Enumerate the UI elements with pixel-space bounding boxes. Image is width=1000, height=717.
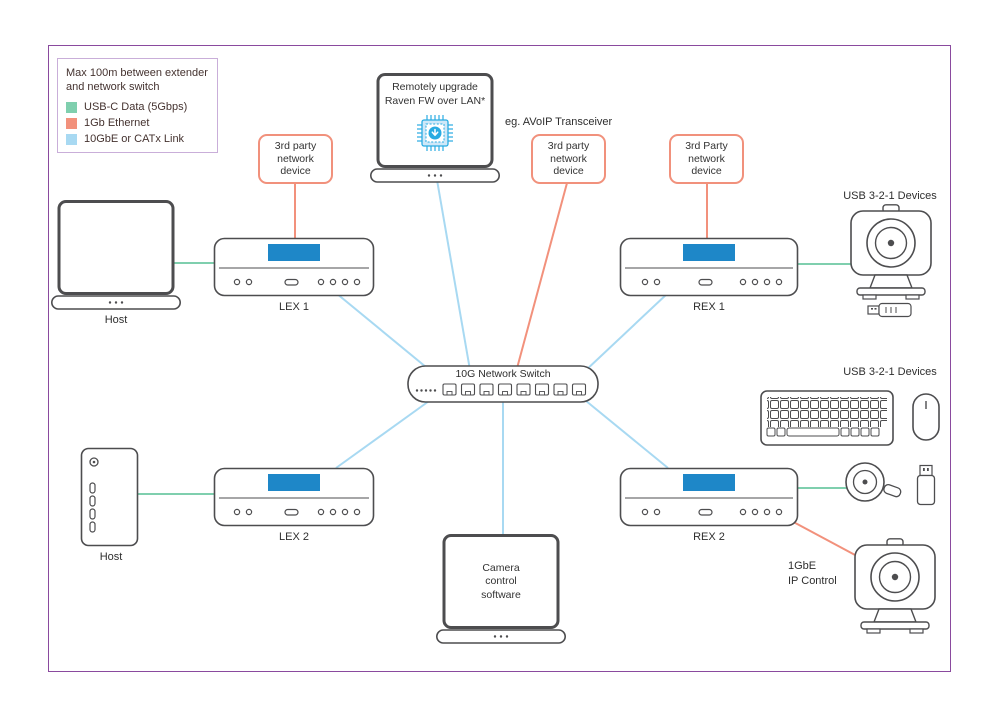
webcam xyxy=(841,460,907,506)
usb-drive-icon xyxy=(916,464,936,506)
usb-devices-mid-label: USB 3-2-1 Devices xyxy=(843,366,937,378)
legend-item-catx: 10GbE or CATx Link xyxy=(66,133,209,145)
lex2-device: LEX 2 xyxy=(213,467,375,543)
link-laptop1-switch xyxy=(436,179,471,371)
usb-devices-top-label: USB 3-2-1 Devices xyxy=(843,190,937,202)
rex2-device: REX 2 xyxy=(619,467,799,543)
legend-item-label: 10GbE or CATx Link xyxy=(84,133,185,146)
usb-stick-icon xyxy=(867,302,912,318)
legend-title: Max 100m between extender and network sw… xyxy=(66,67,208,94)
host-tower: Host xyxy=(80,447,142,563)
legend-item-ethernet: 1Gb Ethernet xyxy=(66,117,209,129)
camera-software-laptop: Camera control software xyxy=(436,534,566,644)
lex1-device: LEX 1 xyxy=(213,237,375,313)
link-lex1-switch xyxy=(335,292,433,373)
keyboard xyxy=(760,390,894,446)
diagram-border xyxy=(48,45,951,672)
extender-icon xyxy=(619,467,799,527)
link-rex1-switch xyxy=(583,292,669,373)
rex1-label: REX 1 xyxy=(693,301,725,313)
ethernet-swatch-icon xyxy=(66,117,77,129)
ip-control-label: 1GbE IP Control xyxy=(788,560,837,587)
rex1-device: REX 1 xyxy=(619,237,799,313)
switch-icon xyxy=(407,365,599,403)
extender-icon xyxy=(619,237,799,297)
link-rex2-switch xyxy=(579,395,669,469)
avoip-transceiver-label: eg. AVoIP Transceiver xyxy=(505,116,613,128)
usbc-swatch-icon xyxy=(66,101,77,113)
switch-label: 10G Network Switch xyxy=(455,368,551,380)
callout-3rd-party-center: 3rd party network device xyxy=(531,134,606,184)
extender-icon xyxy=(213,237,375,297)
firmware-chip-icon xyxy=(417,115,453,151)
keyboard-icon xyxy=(760,390,894,446)
mouse xyxy=(911,392,941,442)
network-switch: 10G Network Switch xyxy=(407,365,599,403)
lex1-label: LEX 1 xyxy=(279,301,309,313)
legend-item-usbc: USB-C Data (5Gbps) xyxy=(66,101,209,113)
camera-software-label: Camera control software xyxy=(481,561,521,601)
extender-icon xyxy=(213,467,375,527)
ptz-camera-icon xyxy=(850,204,932,300)
legend-item-label: USB-C Data (5Gbps) xyxy=(84,101,188,114)
host2-label: Host xyxy=(99,551,123,563)
remote-upgrade-label: Remotely upgrade Raven FW over LAN* xyxy=(384,81,486,107)
link-lex2-switch xyxy=(335,395,437,469)
host1-label: Host xyxy=(104,314,128,326)
callout-3rd-party-lex1: 3rd party network device xyxy=(258,134,333,184)
usb-drive xyxy=(914,464,938,508)
laptop-remote-upgrade: Remotely upgrade Raven FW over LAN* xyxy=(370,73,500,183)
webcam-icon xyxy=(845,462,902,502)
laptop-icon xyxy=(436,534,566,644)
catx-swatch-icon xyxy=(66,133,77,145)
ptz-camera-bottom xyxy=(849,538,941,634)
lex2-label: LEX 2 xyxy=(279,531,309,543)
link-callout2-switch xyxy=(515,182,568,373)
legend-panel: Max 100m between extender and network sw… xyxy=(57,58,218,154)
laptop-icon xyxy=(51,200,181,310)
legend-item-label: 1Gb Ethernet xyxy=(84,117,150,130)
mouse-icon xyxy=(912,393,940,441)
legend-items: USB-C Data (5Gbps) 1Gb Ethernet 10GbE or… xyxy=(66,101,209,145)
ptz-camera-icon xyxy=(854,538,936,634)
usb-stick-horizontal xyxy=(866,301,914,319)
tower-pc-icon xyxy=(80,447,139,547)
host-laptop: Host xyxy=(51,200,181,326)
ptz-camera-top xyxy=(845,204,937,300)
callout-3rd-party-rex1: 3rd Party network device xyxy=(669,134,744,184)
rex2-label: REX 2 xyxy=(693,531,725,543)
